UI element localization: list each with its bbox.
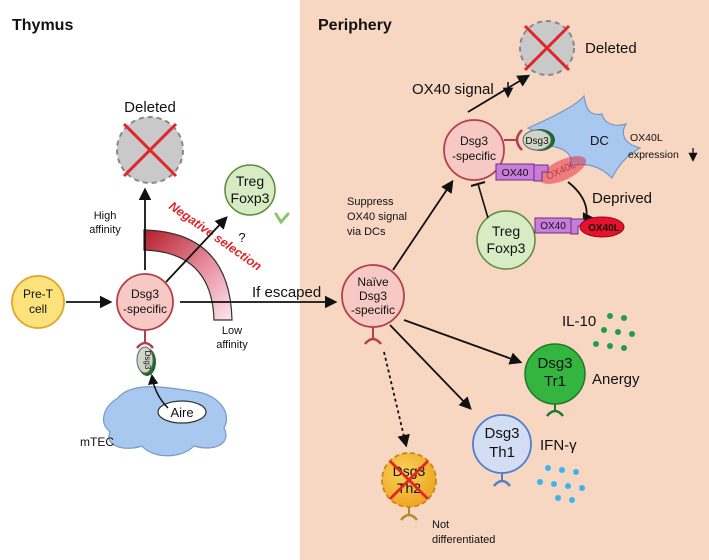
treg-suppression-line [477,183,489,219]
ox40l-expression-line2: expression [628,149,679,161]
if-escaped-label: If escaped [252,284,321,301]
periphery-treg-cell [476,210,536,270]
treg-ox40l-ligand [579,216,625,238]
low-affinity-line2: affinity [216,339,248,351]
tr1-line1: Dsg3 [537,355,572,372]
suppress-line1: Suppress [347,196,394,208]
anergy-label: Anergy [592,371,640,388]
pre-t-cell [11,275,65,329]
thymus-dsg3-line2: -specific [123,302,167,316]
pre-t-line2: cell [29,302,47,316]
periphery-treg-line1: Treg [492,223,520,239]
suppress-line3: via DCs [347,226,386,238]
aire-label: Aire [170,405,193,420]
dc-label: DC [590,133,609,148]
aire-expression-arrow [147,373,169,409]
deprived-label: Deprived [592,190,652,207]
to-deleted-arrow [467,74,531,113]
th1-cell [472,414,532,487]
th1-line1: Dsg3 [484,425,519,442]
periphery-dsg3-cell [443,119,523,181]
periphery-treg-line2: Foxp3 [487,240,526,256]
tr1-cell [524,343,586,417]
treg-suppression-bar [470,181,486,187]
mtec-label: mTEC [80,435,114,449]
thymus-treg-line1: Treg [236,173,264,189]
th1-tcr-icon [493,479,511,487]
mtec-dsg3-antigen [136,346,156,376]
naive-to-th2-dotted-arrow [383,351,410,448]
naive-line1: Naïve [357,275,389,289]
ox40-signal-label: OX40 signal [412,81,494,98]
ifn-label: IFN-γ [540,437,577,454]
ox40l-expression-line1: OX40L [630,132,663,144]
periphery-dsg3-line2: -specific [452,149,496,163]
th2-red-x-icon [389,460,429,500]
mtec-cell [102,386,228,457]
high-affinity-line2: affinity [89,224,121,236]
dc-dsg3-antigen [522,129,555,151]
high-affinity-line1: High [94,210,117,222]
naive-line3: -specific [351,303,395,317]
periphery-title: Periphery [318,17,392,34]
thymus-deleted-cell [116,116,184,184]
treg-conversion-arrow [165,216,228,283]
thymus-deleted-label: Deleted [124,99,176,116]
il10-dots [593,313,635,351]
aire-nucleus [157,400,207,424]
tr1-line2: Tr1 [544,373,566,390]
treg-receptor-icon [274,212,290,225]
th2-tcr-icon [400,513,418,521]
tcr-icon [136,341,154,349]
not-differentiated-line1: Not [432,519,449,531]
not-differentiated-line2: differentiated [432,534,495,546]
thymus-treg-line2: Foxp3 [231,190,270,206]
naive-dsg3-cell [341,264,405,345]
treg-ox40l-label: OX40L [588,223,620,234]
naive-tcr-icon [364,337,382,345]
faded-ox40l-ligand [539,156,587,184]
naive-to-activated-arrow [392,179,454,271]
periphery-tcr-icon [515,129,523,151]
ox40-receptor-label: OX40 [502,167,529,179]
pre-t-line1: Pre-T [23,287,54,301]
question-mark: ? [238,230,245,245]
thymus-treg-cell [224,164,290,225]
mtec-dsg3-label: Dsg3 [143,351,152,370]
treg-ox40-notch [570,218,585,235]
suppress-line2: OX40 signal [347,211,407,223]
thymus-dsg3-cell [116,273,174,349]
th2-line1: Dsg3 [393,463,426,479]
ifn-dots [537,465,585,503]
dc-cell [526,94,642,180]
naive-to-th1-arrow [389,324,472,410]
il10-label: IL-10 [562,313,596,330]
th1-line2: Th1 [489,444,515,461]
periphery-deleted-cell [519,20,575,76]
thymus-dsg3-line1: Dsg3 [131,287,159,301]
treg-ox40-label: OX40 [540,221,566,232]
negative-selection-gradient [143,229,233,321]
dc-dsg3-label: Dsg3 [525,136,549,147]
naive-to-tr1-arrow [403,319,523,365]
periphery-dsg3-line1: Dsg3 [460,134,488,148]
ox40-receptor-notch [533,164,549,182]
naive-line2: Dsg3 [359,289,387,303]
low-affinity-line1: Low [222,325,242,337]
tr1-tcr-icon [546,409,564,417]
thymus-title: Thymus [12,17,73,34]
periphery-deleted-label: Deleted [585,40,637,57]
